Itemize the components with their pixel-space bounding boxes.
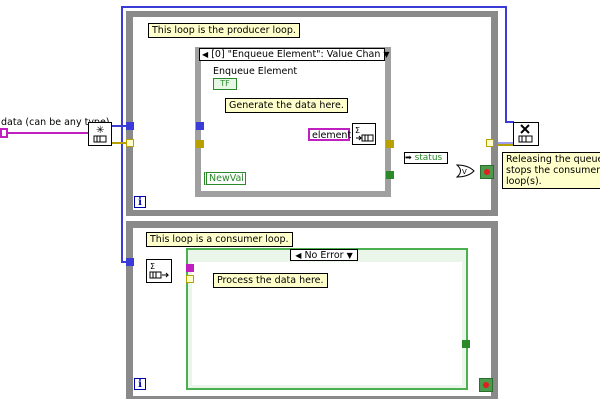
- svg-text:✳: ✳: [96, 125, 104, 136]
- event-tunnel-queue-out: [386, 140, 394, 148]
- consumer-comment: This loop is a consumer loop.: [146, 232, 293, 247]
- svg-text:Σ: Σ: [355, 126, 360, 135]
- generate-comment: Generate the data here.: [225, 98, 348, 113]
- producer-tunnel-queue-in: [126, 122, 134, 130]
- bool-control-terminal[interactable]: TF: [213, 78, 237, 90]
- event-tunnel-queue-in: [196, 122, 204, 130]
- producer-tunnel-error-out: [486, 139, 494, 147]
- selector-dropdown-icon[interactable]: ▼: [383, 50, 390, 59]
- process-comment: Process the data here.: [213, 273, 328, 288]
- obtain-queue-function[interactable]: ✳: [88, 122, 112, 146]
- event-control-label: Enqueue Element: [213, 66, 298, 77]
- consumer-iteration-terminal: i: [134, 378, 146, 390]
- producer-stop-terminal[interactable]: [480, 165, 494, 179]
- case-tunnel-bool-out: [462, 340, 470, 348]
- enqueue-element-function[interactable]: Σ: [352, 123, 376, 145]
- event-selector[interactable]: ◀ [0] "Enqueue Element": Value Chan ▼: [199, 48, 390, 61]
- svg-text:Σ: Σ: [150, 262, 155, 271]
- case-tunnel-element-in: [186, 264, 194, 272]
- data-constant-terminal[interactable]: [0, 128, 8, 138]
- svg-text:V: V: [462, 168, 467, 176]
- producer-iteration-terminal: i: [134, 196, 146, 208]
- release-queue-icon: [518, 124, 533, 143]
- obtain-queue-icon: ✳: [93, 125, 107, 143]
- unbundle-status-node[interactable]: ➡ status: [404, 152, 448, 164]
- dequeue-element-function[interactable]: Σ: [146, 259, 172, 283]
- producer-comment: This loop is the producer loop.: [148, 23, 300, 38]
- case-selector-terminal: [186, 275, 194, 283]
- consumer-tunnel-queue-in: [126, 258, 134, 266]
- newval-terminal[interactable]: NewVal: [204, 172, 246, 185]
- case-left-arrow-icon[interactable]: ◀: [295, 251, 302, 260]
- producer-tunnel-error-in: [126, 139, 134, 147]
- case-dropdown-icon[interactable]: ▼: [346, 251, 353, 260]
- enqueue-icon: Σ: [355, 126, 374, 142]
- selector-left-arrow-icon[interactable]: ◀: [202, 50, 209, 59]
- dequeue-icon: Σ: [149, 262, 170, 279]
- event-tunnel-error-in: [196, 140, 204, 148]
- or-gate-icon[interactable]: V: [456, 164, 476, 178]
- release-queue-function[interactable]: [513, 122, 539, 146]
- arrow-right-icon: ➡: [405, 153, 412, 162]
- data-type-label: data (can be any type): [1, 117, 110, 128]
- event-tunnel-bool-out: [386, 171, 394, 179]
- release-comment: Releasing the queue stops the consumer l…: [502, 152, 600, 189]
- consumer-stop-terminal[interactable]: [479, 378, 493, 392]
- case-selector[interactable]: ◀ No Error ▼: [290, 249, 358, 261]
- element-terminal[interactable]: element: [308, 128, 351, 141]
